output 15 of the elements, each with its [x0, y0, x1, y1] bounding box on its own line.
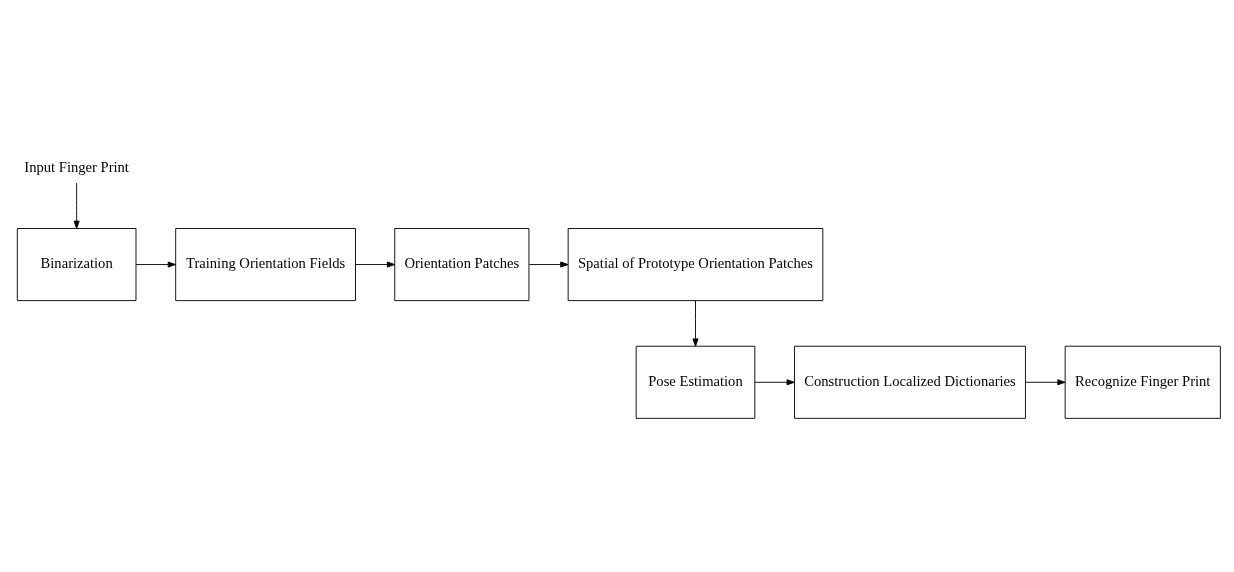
node-box: Recognize Finger Print — [1064, 345, 1221, 419]
node-text: Input Finger Print — [24, 158, 129, 175]
arrow — [73, 182, 80, 229]
node-box: Spatial of Prototype Orientation Patches — [567, 228, 824, 302]
arrow — [135, 261, 176, 268]
node-box: Construction Localized Dictionaries — [794, 345, 1026, 419]
arrow — [1025, 379, 1066, 386]
node-box: Training Orientation Fields — [175, 228, 356, 302]
arrow — [528, 261, 569, 268]
arrow — [754, 379, 795, 386]
node-box: Pose Estimation — [635, 345, 756, 419]
node-box: Orientation Patches — [394, 228, 530, 302]
arrow — [692, 300, 699, 347]
arrow — [355, 261, 396, 268]
node-box: Binarization — [16, 228, 137, 302]
